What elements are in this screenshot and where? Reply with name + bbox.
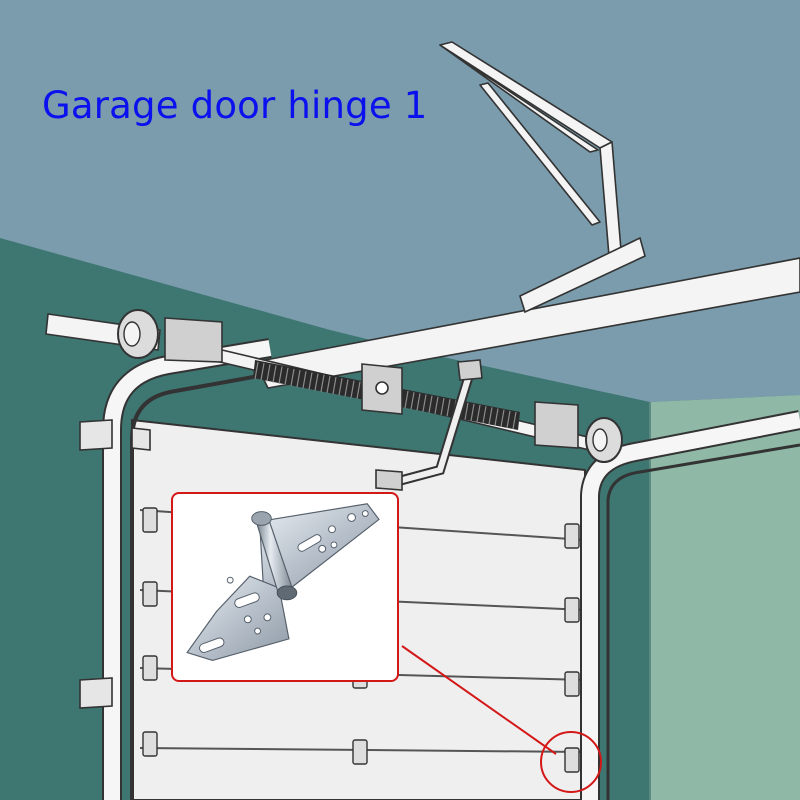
door-hinge	[142, 655, 158, 681]
hinge-photo	[186, 503, 380, 662]
right-track	[580, 410, 800, 800]
door-hinge	[352, 739, 368, 765]
door-hinge	[564, 747, 580, 773]
track-brackets	[79, 419, 151, 709]
door-hinge	[142, 731, 158, 757]
ceiling-bracket	[439, 41, 623, 269]
door-hinge	[564, 597, 580, 623]
right-wall	[650, 395, 800, 800]
diagram-title: Garage door hinge 1	[42, 84, 428, 127]
bearing-plates	[164, 317, 579, 449]
door-hinge	[142, 507, 158, 533]
door-hinge	[142, 581, 158, 607]
door-hinge	[564, 523, 580, 549]
right-cable-drum	[585, 417, 623, 463]
left-cable-drum	[117, 309, 159, 359]
callout-leader	[401, 645, 557, 755]
callout-circle	[540, 731, 602, 793]
door-hinge	[564, 671, 580, 697]
opener-arm	[375, 359, 483, 491]
hinge-inset	[171, 492, 399, 682]
